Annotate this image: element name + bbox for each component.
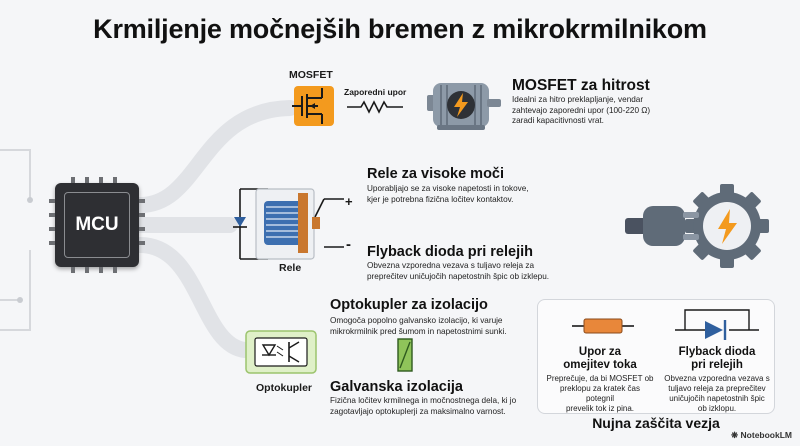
diode-card-description-line: Obvezna vzporedna vezava s [664, 374, 770, 383]
relay-label: Rele [279, 262, 302, 274]
resistor-icon [347, 100, 403, 114]
resistor-card-heading-line: Upor za [578, 346, 622, 358]
motor-icon [427, 83, 501, 130]
mosfet-label: MOSFET [289, 69, 333, 81]
relay-description: Uporabljajo se za visoke napetosti in to… [367, 184, 557, 205]
relay-heading: Rele za visoke moči [367, 166, 505, 182]
relay-icon [233, 188, 344, 260]
resistor-card-heading-line: omejitev toka [563, 359, 637, 371]
relay-description-line: Uporabljajo se za visoke napetosti in to… [367, 184, 529, 193]
mosfet-description-line: Idealni za hitro preklapljanje, vendar [512, 95, 644, 104]
protection-panel [537, 299, 775, 414]
optocoupler-icon [245, 330, 317, 374]
brand-text: NotebookLM [740, 430, 792, 440]
flyback-description: Obvezna vzporedna vezava s tuljavo relej… [367, 261, 567, 282]
optocoupler-label: Optokupler [256, 382, 313, 394]
optocoupler-description: Omogoča popolno galvansko izolacijo, ki … [330, 316, 530, 337]
diode-card-description-line: tuljavo releja za preprečitev [668, 384, 766, 393]
mcu-label: MCU [75, 214, 119, 235]
mcu-chip: MCU [49, 177, 145, 273]
diode-card-heading-line: Flyback dioda [678, 346, 756, 358]
mosfet-description: Idealni za hitro preklapljanje, vendar z… [512, 95, 682, 127]
optocoupler-description-line: Omogoča popolno galvansko izolacijo, ki … [330, 316, 503, 325]
flyback-heading: Flyback dioda pri relejih [367, 244, 533, 260]
brand-icon: ❋ [731, 430, 741, 440]
optocoupler-description-line: mikrokrmilnik pred šumom in napetostnimi… [330, 326, 507, 336]
resistor-card-description: Preprečuje, da bi MOSFET ob preklopu za … [545, 374, 655, 414]
relay-terminal-minus: - [346, 236, 351, 253]
resistor-label: Zaporedni upor [344, 87, 407, 97]
resistor-card-heading: Upor za omejitev toka [545, 346, 655, 372]
diode-card-description-line: ob izklopu. [697, 404, 737, 413]
diode-icon [675, 309, 759, 340]
flyback-description-line: Obvezna vzporedna vezava s tuljavo relej… [367, 261, 535, 270]
isolation-description-line: Fizična ločitev krmilnega in močnostnega… [330, 396, 517, 405]
mosfet-heading: MOSFET za hitrost [512, 77, 650, 94]
resistor-card-description-line: Preprečuje, da bi MOSFET ob [546, 374, 654, 383]
flyback-description-line: preprečitev uničujočih napetostnih špic … [367, 271, 550, 281]
relay-description-line: kjer je potrebna fizična ločitev kontakt… [367, 194, 514, 204]
isolation-heading: Galvanska izolacija [330, 379, 463, 395]
plug-gear-icon [625, 184, 769, 268]
diode-card-description-line: uničujočih napetostnih špic [669, 394, 765, 403]
isolation-description: Fizična ločitev krmilnega in močnostnega… [330, 396, 530, 417]
optocoupler-heading: Optokupler za izolacijo [330, 297, 488, 313]
mosfet-description-line: zahtevajo zaporedni upor (100-220 Ω) [512, 105, 651, 115]
relay-terminal-plus: + [345, 194, 353, 209]
isolation-barrier-icon [397, 338, 413, 372]
diode-card-description: Obvezna vzporedna vezava s tuljavo relej… [662, 374, 772, 414]
resistor-icon [572, 318, 634, 334]
mosfet-description-line: zaradi kapacitivnosti vrat. [512, 116, 604, 125]
protection-title: Nujna zaščita vezja [592, 415, 720, 431]
resistor-card-description-line: preklopu za kratek čas potegnil [559, 384, 641, 403]
diode-card-heading: Flyback dioda pri relejih [662, 346, 772, 372]
mosfet-icon [292, 86, 334, 126]
brand-label: ❋ NotebookLM [731, 430, 792, 441]
diode-card-heading-line: pri relejih [691, 359, 743, 371]
isolation-description-line: zagotavljajo optokuplerji za maksimalno … [330, 406, 506, 416]
page-title: Krmiljenje močnejših bremen z mikrokrmil… [93, 14, 707, 44]
resistor-card-description-line: prevelik tok iz pina. [565, 404, 635, 413]
